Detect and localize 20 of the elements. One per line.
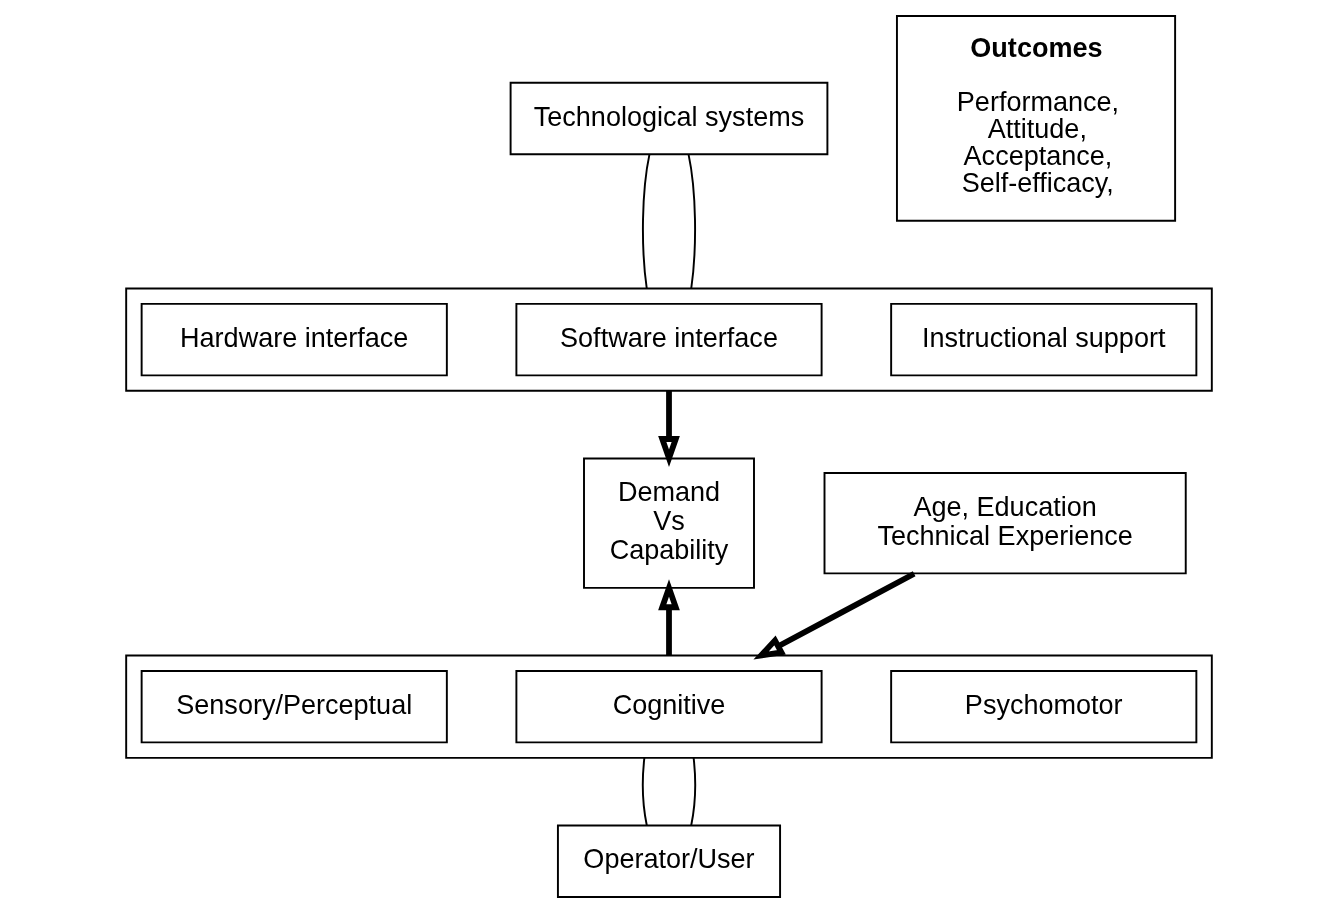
arrow: [658, 390, 680, 468]
cluster: [125, 654, 1213, 759]
node-box: Operator/User: [556, 824, 782, 898]
arrow: [658, 579, 680, 656]
node-box: Technological systems: [509, 81, 829, 156]
connector: [687, 153, 697, 290]
connector: [641, 153, 651, 290]
connector: [641, 756, 648, 827]
node-box: Software interface: [515, 302, 823, 377]
node-box: Demand Vs Capability: [583, 457, 755, 589]
connector: [690, 756, 697, 827]
node-box: Age, Education Technical Experience: [823, 471, 1187, 575]
node-box: Psychomotor: [890, 669, 1198, 744]
node-box: Hardware interface: [140, 302, 448, 377]
node-box: Outcomes Performance, Attitude, Acceptance, Self-efficacy,: [896, 15, 1177, 222]
node-box: Instructional support: [890, 302, 1198, 377]
node-box: Sensory/Perceptual: [140, 669, 448, 744]
node-box: Cognitive: [515, 669, 823, 744]
arrow: [753, 571, 916, 660]
cluster: [125, 287, 1213, 392]
